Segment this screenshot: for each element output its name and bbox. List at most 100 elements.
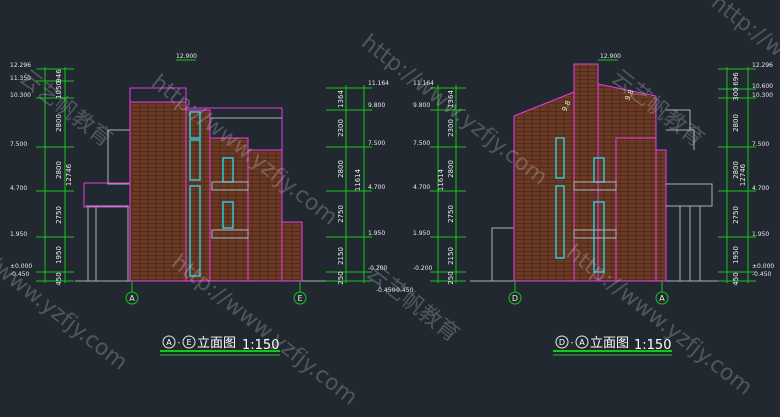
elev-label: 7.500: [10, 141, 27, 148]
elev-label: 9.800: [368, 102, 385, 109]
elev-label: -0.200: [368, 265, 388, 272]
dim-value: 2800: [55, 114, 63, 132]
dim-value: 2800: [55, 161, 63, 179]
watermark-url: http://www.yzfjy.com: [706, 0, 780, 150]
dim-value: 300: [732, 87, 740, 100]
title-scale: 1:150: [634, 338, 671, 353]
roof-slope-label: 9.8: [561, 99, 573, 112]
dim-value: 1050: [55, 81, 63, 99]
left-right-dim-values: 1364 2300 2800 2750 2150 250 11614: [337, 90, 362, 285]
elev-label: 12.296: [752, 62, 773, 69]
axis-marker-right: [293, 291, 307, 305]
top-elev-label: 12.900: [600, 53, 621, 60]
elev-label: -0.200: [413, 265, 433, 272]
dim-value: 2750: [447, 205, 455, 223]
dim-value: 450: [732, 272, 740, 285]
left-right-dim-column: [326, 85, 372, 283]
title-sep: -: [571, 338, 574, 347]
dim-value: 2800: [447, 160, 455, 178]
title-text: 立面图: [197, 336, 236, 351]
dim-total: 12746: [65, 163, 73, 186]
axis-marker-left: [125, 291, 139, 305]
elev-label: 1.950: [10, 231, 27, 238]
watermark-url: http://www.yzfjy.com: [0, 215, 132, 375]
elev-label: 4.700: [368, 184, 385, 191]
axis-label: D: [512, 294, 518, 303]
elev-label: 12.296: [10, 62, 31, 69]
elev-label: 4.700: [10, 185, 27, 192]
dim-value: 2750: [337, 205, 345, 223]
elev-label: -0.450: [394, 287, 414, 294]
dim-value: 2800: [732, 161, 740, 179]
title-axis-a: D: [559, 338, 565, 347]
dim-value: 250: [447, 271, 455, 284]
right-dim-column: [430, 85, 466, 283]
dim-value: 2300: [337, 119, 345, 137]
dim-value: 1950: [732, 246, 740, 264]
left-drawing-title: A - E 立面图 1:150: [160, 335, 280, 356]
dim-value: 946: [55, 69, 63, 83]
left-dim-values: 946 1050 2800 2800 2750 1950 450 12746: [55, 69, 73, 286]
dim-value: 450: [55, 272, 63, 285]
title-axis-a: A: [166, 338, 172, 347]
right-right-dim-column: [718, 67, 756, 283]
elev-label: 10.600: [752, 83, 773, 90]
dim-value: 2800: [337, 160, 345, 178]
top-elev-label: 12.900: [176, 53, 197, 60]
axis-marker-left: [508, 291, 522, 305]
elev-label: ±0.000: [10, 263, 32, 270]
dim-value: 2300: [447, 119, 455, 137]
elev-label: -0.450: [10, 271, 30, 278]
elev-label: 7.500: [413, 140, 430, 147]
dim-value: 1950: [55, 246, 63, 264]
right-elev-labels: 11.164 9.800 7.500 4.700 1.950 -0.200 -0…: [394, 80, 434, 294]
dim-value: 1364: [337, 90, 345, 108]
right-drawing-title: D - A 立面图 1:150: [553, 335, 672, 356]
title-axis-b: A: [579, 338, 585, 347]
left-elevation-labels: 12.296 11.350 10.300 7.500 4.700 1.950 ±…: [10, 62, 32, 278]
left-right-elev-labels: 11.164 9.800 7.500 4.700 1.950 -0.200 -0…: [368, 80, 396, 294]
elev-label: -0.450: [752, 271, 772, 278]
axis-marker-right: [655, 291, 669, 305]
elev-label: 1.950: [752, 231, 769, 238]
elev-label: 9.800: [413, 102, 430, 109]
elev-label: 4.700: [752, 185, 769, 192]
dim-value: 250: [337, 271, 345, 284]
elev-label: 11.164: [413, 80, 434, 87]
axis-label: E: [297, 294, 302, 303]
building-left: [75, 87, 330, 282]
elev-label: -0.450: [376, 287, 396, 294]
elev-label: 1.950: [413, 230, 430, 237]
dim-value: 1364: [447, 90, 455, 108]
dim-total: 12746: [739, 163, 747, 186]
dim-value: 2800: [732, 114, 740, 132]
dim-value: 2750: [55, 206, 63, 224]
dim-value: 696: [732, 72, 740, 86]
building-right: [470, 63, 720, 282]
elev-label: 11.164: [368, 80, 389, 87]
dim-total: 11614: [437, 168, 445, 191]
elev-label: 4.700: [413, 184, 430, 191]
dim-value: 2150: [447, 247, 455, 265]
elev-label: 7.500: [368, 140, 385, 147]
dim-value: 2150: [337, 247, 345, 265]
elev-label: ±0.000: [752, 263, 774, 270]
title-axis-b: E: [186, 338, 191, 347]
axis-label: A: [659, 294, 665, 303]
elev-label: 11.350: [10, 75, 31, 82]
title-sep: -: [178, 338, 181, 347]
left-elevation: 12.296 11.350 10.300 7.500 4.700 1.950 ±…: [10, 53, 396, 356]
right-elevation: 11.164 9.800 7.500 4.700 1.950 -0.200 -0…: [394, 53, 774, 356]
roof-slope-label: 9.8: [624, 88, 636, 101]
right-right-elev-labels: 12.296 10.600 10.300 7.500 4.700 1.950 ±…: [752, 62, 774, 278]
right-dim-values: 1364 2300 2800 2750 2150 250 11614: [437, 90, 455, 285]
title-scale: 1:150: [242, 338, 279, 353]
right-right-dim-values: 696 300 2800 2800 2750 1950 450 12746: [732, 72, 747, 286]
dim-value: 2750: [732, 206, 740, 224]
axis-label: A: [129, 294, 135, 303]
title-text: 立面图: [590, 336, 629, 351]
left-dim-column: [36, 67, 74, 283]
elev-label: 1.950: [368, 230, 385, 237]
